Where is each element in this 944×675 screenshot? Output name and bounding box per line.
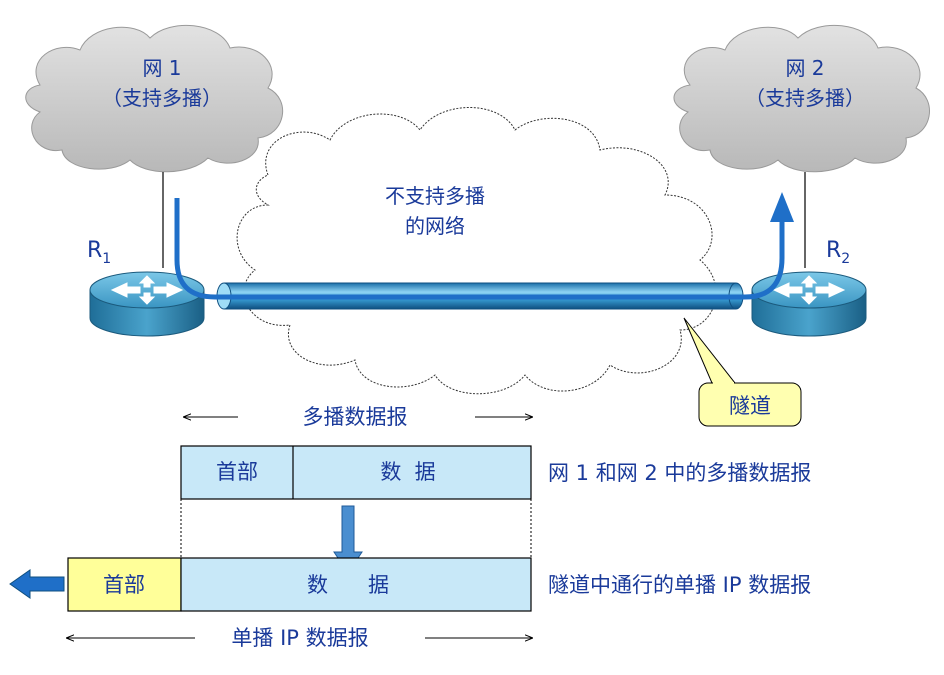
data-path-arrowhead (770, 192, 794, 222)
multicast-header: 首部 (216, 460, 258, 484)
router2-label: R2 (826, 238, 850, 267)
network2-note: （支持多播） (745, 86, 865, 110)
unicast-data: 数 据 (307, 573, 389, 597)
middle-cloud (236, 107, 717, 395)
send-arrow-icon (9, 569, 65, 599)
network2-name: 网 2 (785, 56, 824, 80)
tunnel-callout (683, 317, 802, 427)
tunnel-callout-label: 隧道 (729, 394, 771, 418)
router1-icon (89, 271, 205, 337)
unicast-span-label: 单播 IP 数据报 (231, 626, 368, 650)
middle-network-line2: 的网络 (405, 214, 465, 238)
middle-network-line1: 不支持多播 (385, 184, 485, 208)
multicast-data: 数 据 (380, 460, 435, 484)
multicast-span-label: 多播数据报 (303, 405, 408, 429)
unicast-header: 首部 (103, 573, 145, 597)
multicast-caption: 网 1 和网 2 中的多播数据报 (548, 461, 811, 485)
network1-note: （支持多播） (102, 86, 222, 110)
router1-label: R1 (87, 238, 111, 267)
unicast-caption: 隧道中通行的单播 IP 数据报 (548, 573, 811, 597)
data-path (174, 198, 785, 300)
network1-cloud (25, 24, 284, 173)
network1-name: 网 1 (142, 56, 181, 80)
network2-cloud (673, 24, 930, 173)
unicast-datagram (67, 557, 532, 612)
router2-icon (751, 271, 867, 337)
multicast-datagram (180, 445, 532, 500)
